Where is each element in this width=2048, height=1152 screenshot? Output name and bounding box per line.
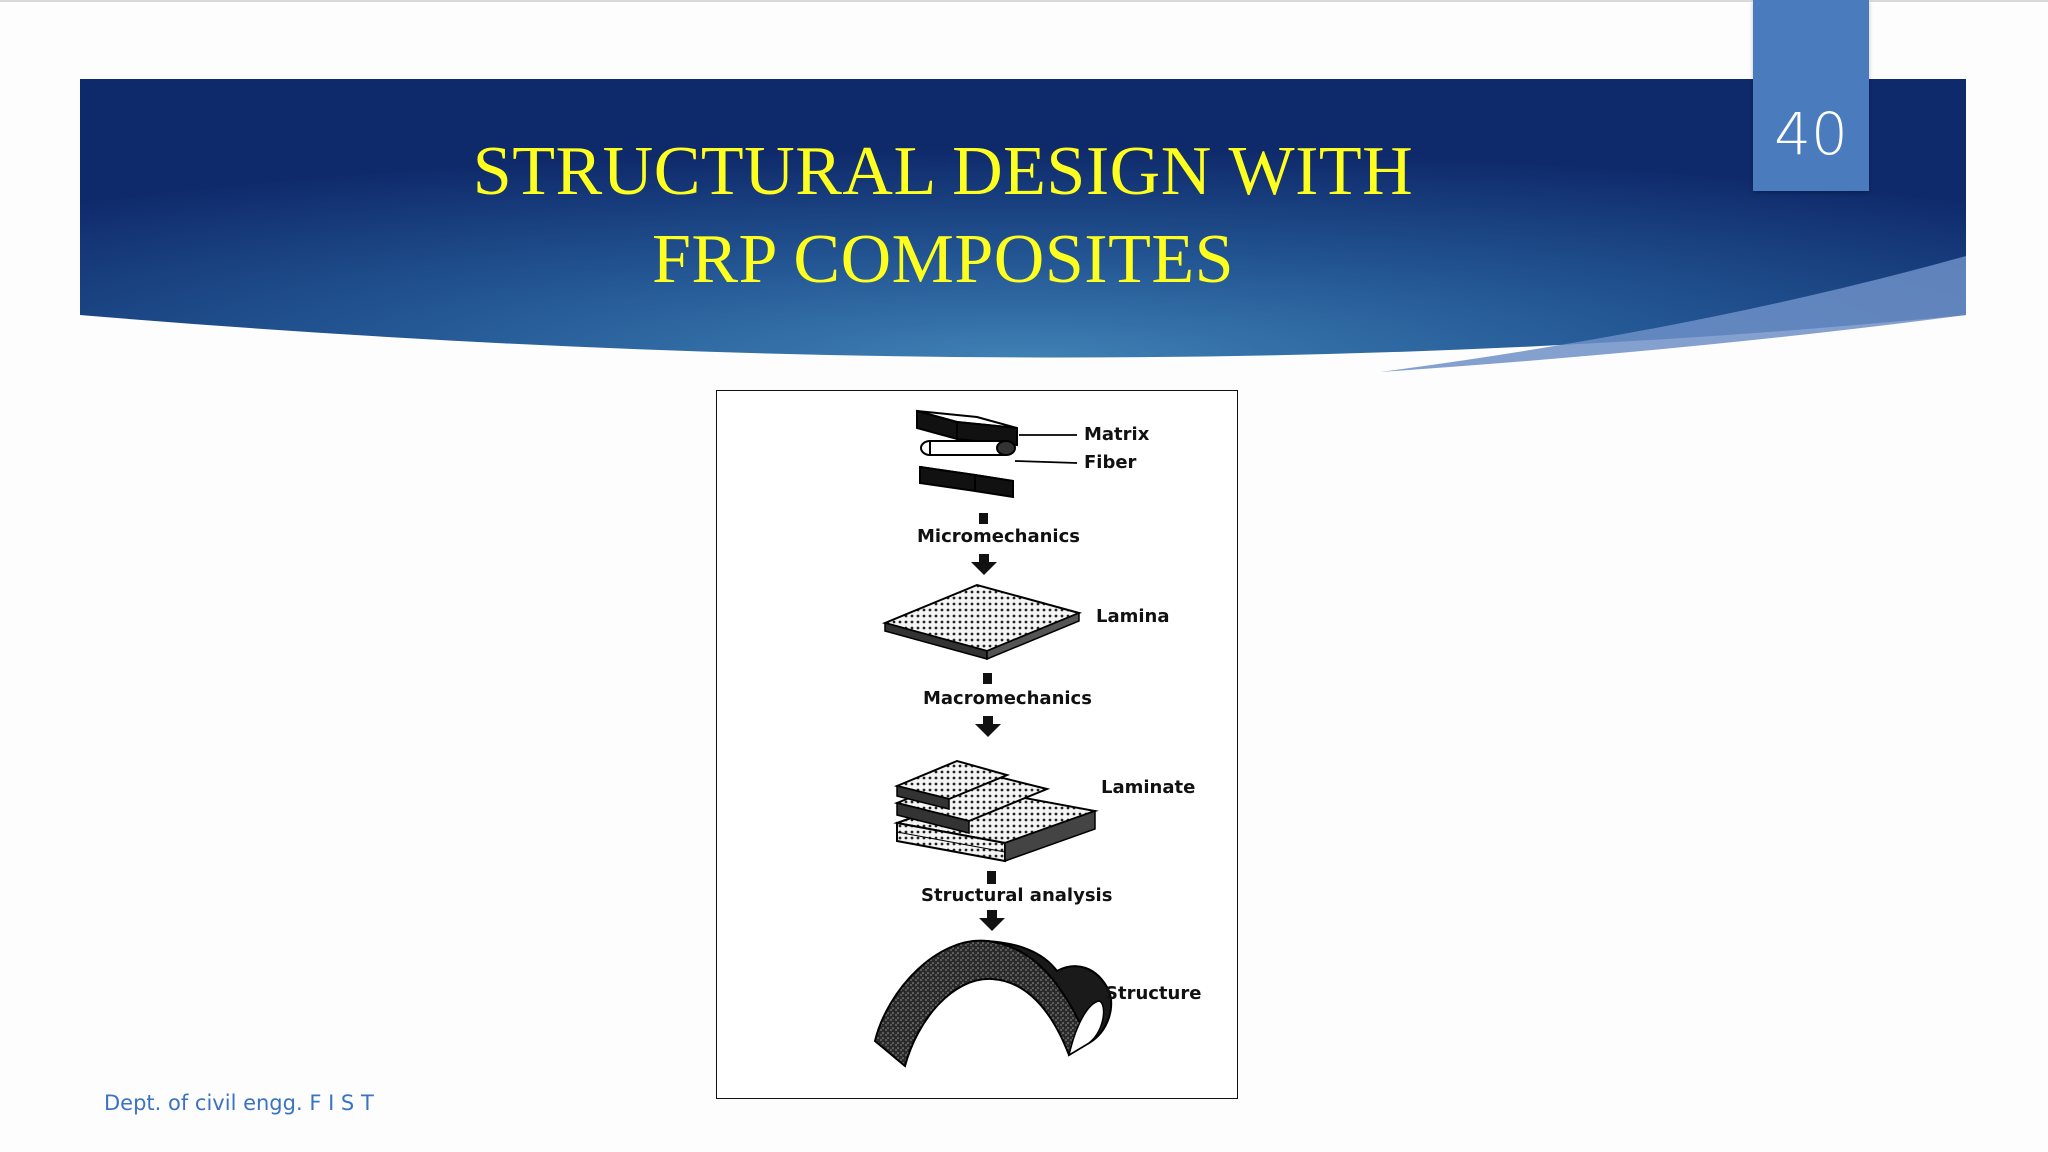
structure-label: Structure (1105, 983, 1202, 1004)
figure-drawing (873, 409, 1113, 1068)
lamina-drawing (881, 583, 1083, 661)
slide-title: STRUCTURAL DESIGN WITH FRP COMPOSITES (330, 128, 1556, 304)
matrix-fiber-element (916, 409, 1078, 499)
fiber-label: Fiber (1084, 452, 1137, 473)
macromechanics-label: Macromechanics (923, 688, 1092, 709)
laminate-label: Laminate (1101, 777, 1196, 798)
lamina-label: Lamina (1096, 606, 1170, 627)
page-number-tab: 40 (1753, 0, 1869, 191)
laminate-drawing (893, 759, 1099, 863)
title-line-1: STRUCTURAL DESIGN WITH (472, 133, 1414, 210)
footer-text: Dept. of civil engg. F I S T (104, 1091, 374, 1115)
structural-analysis-label: Structural analysis (921, 885, 1113, 906)
page-number: 40 (1774, 100, 1848, 168)
matrix-label: Matrix (1084, 424, 1150, 445)
flow-arrows (971, 513, 1005, 931)
micromechanics-label: Micromechanics (917, 526, 1080, 547)
composite-hierarchy-figure: Matrix Fiber Micromechanics Lamina Macro… (716, 390, 1238, 1099)
title-banner (80, 79, 1966, 372)
top-border (0, 0, 2048, 2)
title-line-2: FRP COMPOSITES (651, 221, 1235, 298)
structure-drawing (873, 939, 1113, 1068)
